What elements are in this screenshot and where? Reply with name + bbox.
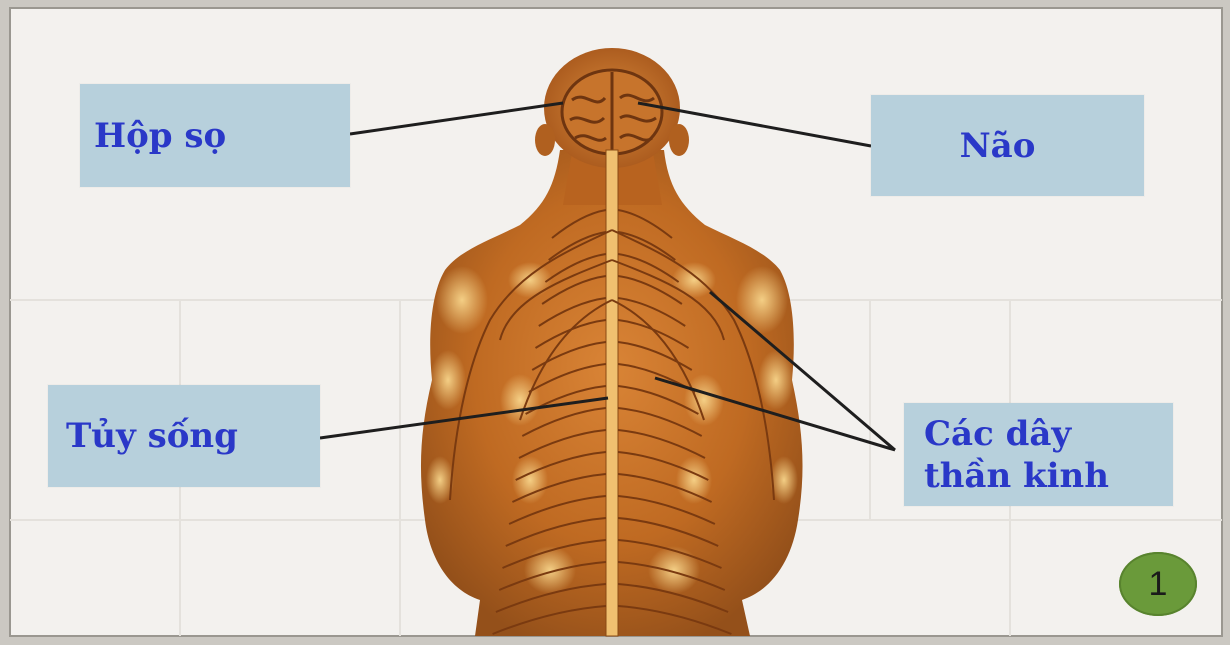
label-nerves-line-1: Các dây: [924, 413, 1109, 455]
leader-line-brain: [638, 103, 871, 146]
leader-line-nerves-2: [655, 378, 895, 450]
figure-number-text: 1: [1149, 565, 1168, 604]
label-brain: Não: [871, 95, 1144, 196]
leader-line-spinal-cord: [320, 398, 608, 438]
label-nerves: Các dây thần kinh: [904, 403, 1173, 506]
label-spinal-cord-text: Tủy sống: [66, 416, 238, 456]
label-skull-text: Hộp sọ: [94, 116, 226, 156]
figure-number-badge: 1: [1119, 552, 1197, 616]
label-spinal-cord: Tủy sống: [48, 385, 320, 487]
label-brain-text: Não: [960, 126, 1036, 166]
label-nerves-line-2: thần kinh: [924, 455, 1109, 497]
leader-line-nerves-1: [710, 292, 895, 450]
leader-line-skull: [350, 103, 563, 134]
label-skull: Hộp sọ: [80, 84, 350, 187]
